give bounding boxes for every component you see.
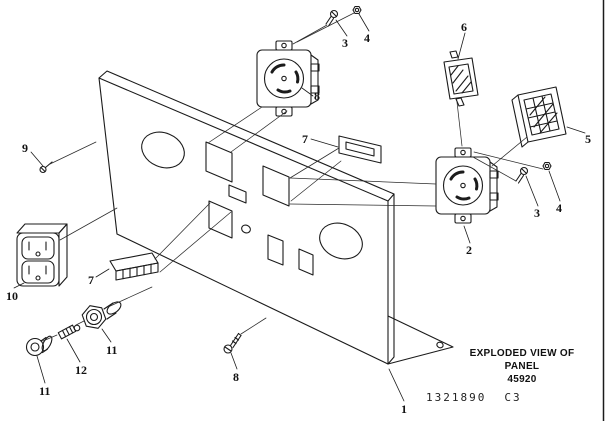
revision-code: C3: [504, 391, 522, 404]
screw-3-right-icon: [515, 166, 529, 184]
callout-8-top: 8: [314, 89, 320, 103]
callout-2: 2: [466, 243, 472, 257]
drawing-number: 1321890: [426, 391, 487, 404]
callout-11-light: 11: [106, 343, 118, 357]
figure-caption: EXPLODED VIEW OF PANEL 45920: [452, 347, 592, 386]
callout-8-lower: 8: [233, 370, 239, 384]
cap-icon: [25, 335, 53, 357]
caption-line-2: PANEL: [504, 361, 540, 372]
callout-9: 9: [22, 141, 28, 155]
callout-12: 12: [75, 363, 87, 377]
lower-plate-icon: [109, 252, 159, 281]
drawing-number-block: 1321890 C3: [426, 391, 522, 404]
callout-7-lower: 7: [88, 273, 94, 287]
callout-4-top: 4: [364, 31, 370, 45]
callout-5: 5: [585, 132, 591, 146]
duplex-outlet-icon: [16, 223, 68, 287]
callout-3-top: 3: [342, 36, 348, 50]
nut-4-right-icon: [542, 161, 552, 171]
callout-7-upper: 7: [302, 132, 308, 146]
callout-4-right: 4: [556, 201, 562, 215]
switch-icon: [443, 50, 479, 107]
twist-lock-receptacle-2-icon: [434, 146, 500, 225]
pilot-light-icon: [81, 301, 122, 329]
screw-8-lower-icon: [223, 332, 242, 354]
assembly-lines: [42, 12, 544, 342]
leader-lines: [13, 13, 586, 402]
caption-line-1: EXPLODED VIEW OF: [469, 348, 575, 359]
grid-receptacle-icon: [511, 86, 567, 148]
twist-lock-receptacle-icon: [256, 40, 320, 117]
threaded-stem-icon: [57, 324, 81, 340]
callout-11-cap: 11: [39, 384, 51, 398]
screw-3-top-icon: [325, 9, 339, 27]
callout-1: 1: [401, 402, 407, 416]
nut-4-top-icon: [352, 5, 362, 15]
callout-6: 6: [461, 20, 467, 34]
screw-9-icon: [39, 161, 53, 174]
upper-plate-icon: [338, 135, 382, 164]
panel: [98, 70, 454, 365]
callout-10: 10: [6, 289, 18, 303]
callout-3-right: 3: [534, 206, 540, 220]
caption-line-3: 45920: [507, 374, 537, 385]
